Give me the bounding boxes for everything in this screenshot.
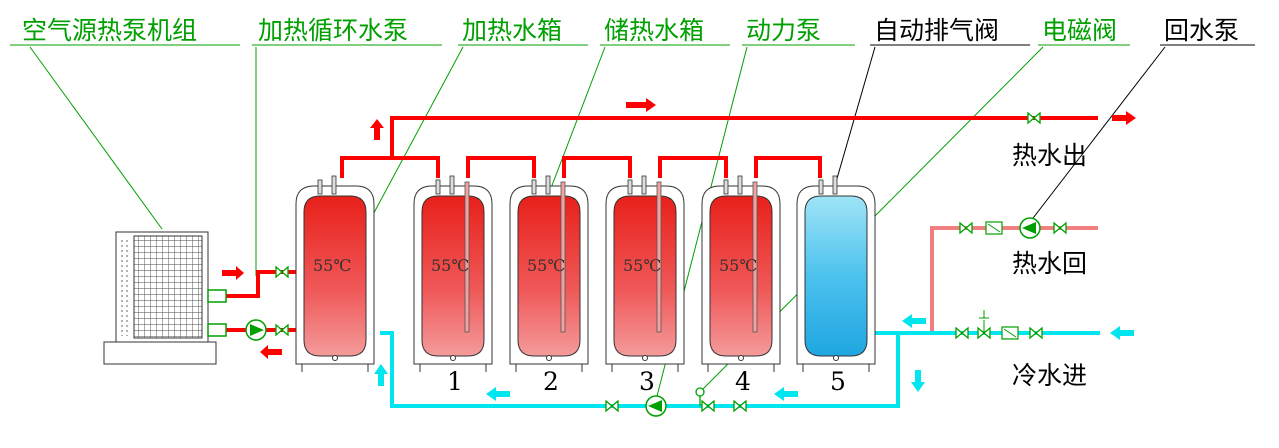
label-return-pump: 回水泵: [1164, 16, 1239, 45]
valve-hot-out: [1027, 111, 1041, 125]
power-pump: [645, 395, 667, 417]
tank-temp: 55℃: [431, 256, 469, 275]
arrow-hot-up: [370, 119, 384, 140]
pipe-tank-link-0: [340, 156, 440, 178]
arrow-hp-supply: [222, 266, 244, 280]
tank-temp: 55℃: [719, 256, 757, 275]
tank-5: 5: [796, 175, 876, 396]
label-heating-circulation-pump: 加热循环水泵: [258, 16, 408, 45]
pipe-tank-link-1: [466, 156, 536, 178]
component-labels: 空气源热泵机组 加热循环水泵 加热水箱 储热水箱 动力泵 自动排气阀 电磁阀 回…: [22, 16, 1239, 45]
tank-1: 55℃ 1: [413, 175, 493, 396]
valve-hp-supply: [275, 265, 289, 279]
pipe-tank-link-3: [658, 156, 728, 178]
valve-cold-2: [1029, 326, 1043, 340]
tank-0: 55℃: [295, 175, 375, 372]
arrow-cold-down: [911, 370, 925, 392]
arrow-cold-bottom-right: [774, 387, 798, 401]
tank-number: 5: [830, 367, 846, 396]
label-heating-tank: 加热水箱: [462, 16, 562, 45]
tank-number: 3: [639, 367, 655, 396]
outlet-labels: 热水出 热水回 冷水进: [1012, 141, 1087, 390]
tank-body: [303, 195, 367, 357]
arrow-hot-out: [1112, 111, 1136, 125]
valve-bottom-1: [605, 399, 619, 413]
tank-body: [709, 195, 773, 357]
valve-bottom-2: [701, 399, 715, 413]
pipe-tank-link-2: [562, 156, 632, 178]
check-valve-cold: [1001, 326, 1019, 340]
arrow-cold-up: [374, 364, 388, 386]
tank-body: [421, 195, 485, 357]
tank-2: 55℃ 2: [509, 175, 589, 396]
label-air-source-heat-pump: 空气源热泵机组: [22, 16, 197, 45]
tank-temp: 55℃: [313, 256, 351, 275]
return-pump: [1019, 217, 1041, 239]
leader-vent-valve-diag: [835, 46, 876, 183]
tank-4: 55℃ 4: [701, 175, 781, 396]
arrow-cold-bottom-left: [486, 387, 510, 401]
pipe-tank-link-4: [754, 156, 822, 178]
solenoid-valve: [695, 387, 705, 406]
label-hot-water-return: 热水回: [1012, 249, 1087, 278]
label-auto-vent-valve: 自动排气阀: [874, 16, 999, 45]
pressure-reducer: [977, 310, 991, 340]
label-hot-water-out: 热水出: [1012, 141, 1087, 170]
arrow-hot-right: [626, 98, 656, 112]
arrow-cold-in: [1110, 326, 1134, 340]
valve-return-1: [959, 221, 973, 235]
leader-return-pump-diag: [1029, 46, 1166, 223]
tank-3: 55℃ 3: [605, 175, 685, 396]
tanks: 55℃ 55℃ 1 55℃ 2 55℃ 3 55℃ 4 5: [295, 175, 876, 396]
pipe-cold-bottom: [380, 331, 900, 408]
arrow-cold-left: [902, 314, 926, 328]
pipe-hot-main: [390, 116, 1098, 158]
tank-temp: 55℃: [527, 256, 565, 275]
label-cold-water-in: 冷水进: [1012, 361, 1087, 390]
label-power-pump: 动力泵: [746, 16, 821, 45]
pipe-hot-return: [930, 226, 1098, 333]
arrow-hp-return: [260, 345, 282, 359]
tank-number: 4: [735, 367, 751, 396]
tank-body: [804, 195, 868, 357]
tank-temp: 55℃: [623, 256, 661, 275]
flow-arrows: [222, 98, 1136, 401]
label-storage-tank: 储热水箱: [604, 16, 704, 45]
heating-circulation-pump: [245, 319, 267, 341]
check-valve-return: [985, 221, 1003, 235]
tank-body: [517, 195, 581, 357]
air-source-heat-pump-unit: [103, 231, 227, 365]
valve-cold-1: [955, 326, 969, 340]
pumps: [245, 217, 1041, 417]
valves: [275, 111, 1067, 413]
tank-body: [613, 195, 677, 357]
label-solenoid-valve: 电磁阀: [1042, 16, 1117, 45]
leader-heat-pump-diag: [29, 46, 163, 230]
tank-number: 2: [543, 367, 559, 396]
valve-hp-return: [275, 323, 289, 337]
valve-bottom-3: [733, 399, 747, 413]
tank-number: 1: [447, 367, 463, 396]
valve-return-2: [1053, 221, 1067, 235]
